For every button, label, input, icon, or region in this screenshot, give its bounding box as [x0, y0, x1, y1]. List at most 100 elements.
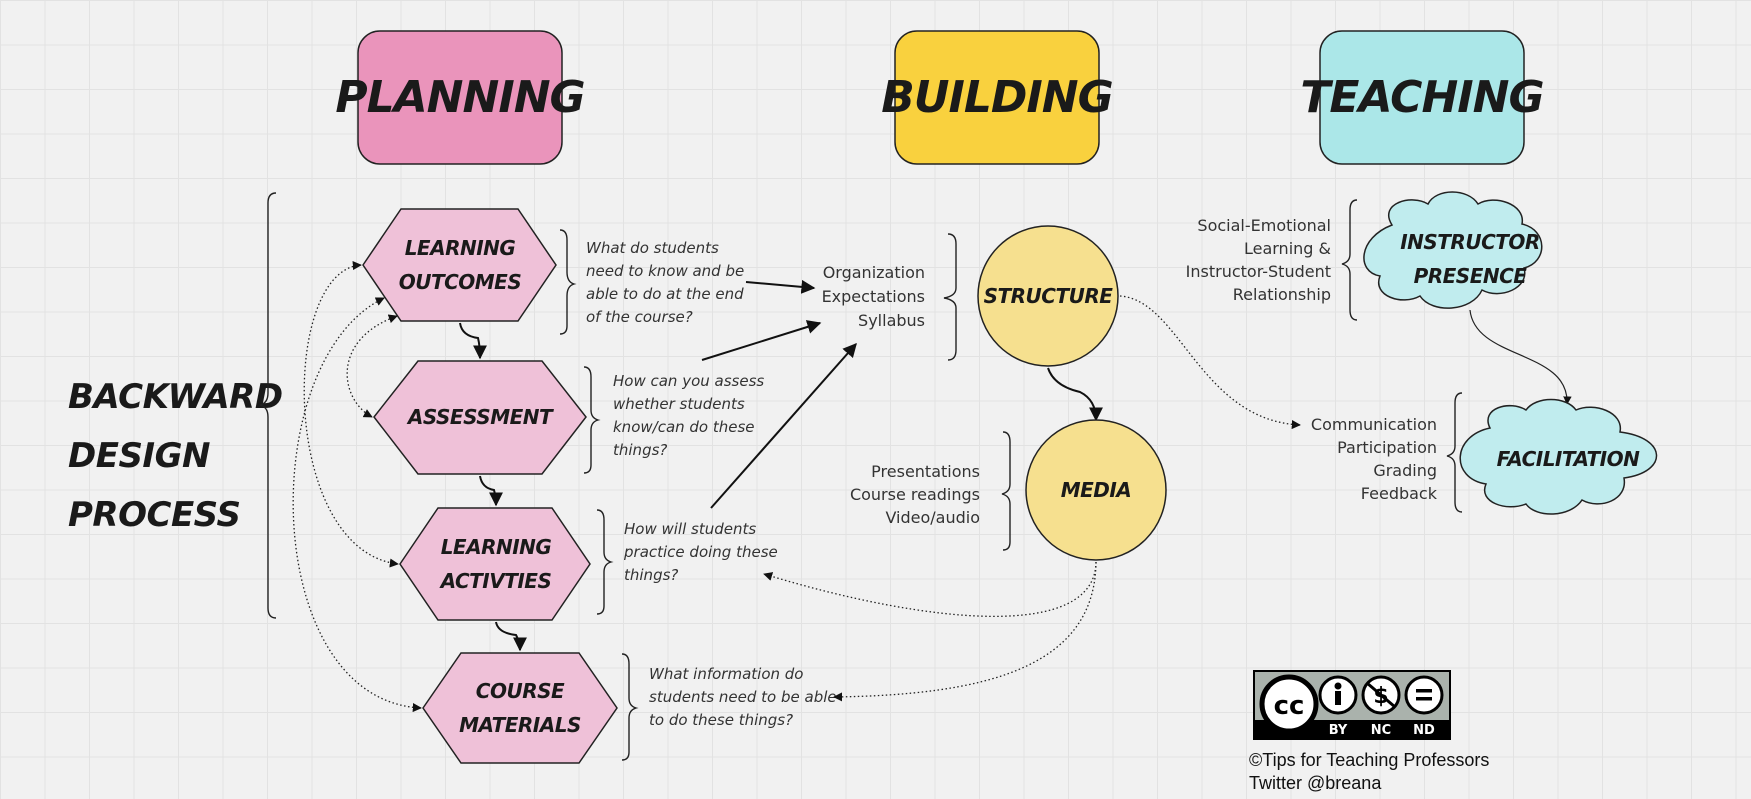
question-activities: How will students practice doing these t…	[596, 509, 778, 615]
arrow-activities-to-materials	[495, 621, 527, 652]
building-header: BUILDING	[881, 30, 1114, 165]
planning-brace	[259, 192, 277, 619]
media-item-presentations: Presentations	[871, 462, 980, 481]
course-materials-label-1: COURSE	[476, 679, 565, 703]
arrow-activities-q-to-structure	[710, 342, 857, 509]
building-header-label: BUILDING	[881, 72, 1113, 123]
arrow-media-to-materials-q	[833, 561, 1097, 702]
media-items: Presentations Course readings Video/audi…	[850, 431, 1011, 551]
learning-outcomes-label-2: OUTCOMES	[399, 270, 522, 294]
building-header-box	[894, 30, 1100, 165]
facilitation-label: FACILITATION	[1497, 447, 1640, 471]
hexagon-course-materials: COURSE MATERIALS	[422, 652, 618, 764]
brace-question-assessment	[583, 366, 601, 474]
question-activities-line-1: How will students	[624, 520, 756, 538]
loop-outcomes-assessment	[346, 314, 398, 418]
nd-equals-bar-top	[1416, 689, 1432, 693]
cc-icon-text: cc	[1274, 691, 1305, 721]
assessment-label: ASSESSMENT	[406, 405, 554, 429]
by-person-head	[1334, 682, 1342, 690]
arrow-structure-to-media	[1047, 367, 1103, 422]
cc-license-badge: cc $ BY NC ND	[1253, 670, 1451, 740]
question-materials-line-2: students need to be able	[649, 688, 837, 706]
side-title-line-2: DESIGN	[68, 436, 210, 476]
nd-equals-bar-bottom	[1416, 697, 1432, 701]
brace-structure	[943, 233, 957, 361]
question-materials-line-1: What information do	[649, 665, 803, 683]
credit-line-2: Twitter @breana	[1249, 773, 1382, 793]
question-assessment-line-3: know/can do these	[613, 418, 755, 436]
facilitation-item-participation: Participation	[1337, 438, 1437, 457]
facilitation-item-grading: Grading	[1373, 461, 1437, 480]
hexagon-assessment: ASSESSMENT	[373, 360, 587, 475]
nc-strike-line	[1366, 681, 1396, 709]
credit-line-1: ©Tips for Teaching Professors	[1249, 750, 1489, 770]
brace-question-activities	[596, 509, 614, 615]
instructor-presence-cloud: INSTRUCTOR PRESENCE	[1363, 191, 1543, 309]
teaching-header-label: TEACHING	[1300, 72, 1543, 123]
by-person-body	[1335, 691, 1341, 705]
instructor-presence-label-2: PRESENCE	[1414, 264, 1528, 288]
question-assessment-line-4: things?	[613, 441, 667, 459]
structure-items: Organization Expectations Syllabus	[822, 233, 957, 361]
media-circle-shape	[1025, 419, 1167, 561]
loop-outcomes-materials	[292, 297, 422, 713]
facilitation-item-feedback: Feedback	[1361, 484, 1438, 503]
question-activities-line-2: practice doing these	[623, 543, 778, 561]
backward-design-title: BACKWARD DESIGN PROCESS	[68, 377, 283, 535]
presence-item-2: Learning &	[1244, 239, 1331, 258]
arrow-assessment-q-to-structure	[701, 320, 822, 361]
question-assessment: How can you assess whether students know…	[583, 366, 764, 474]
presence-item-4: Relationship	[1233, 285, 1331, 304]
structure-item-organization: Organization	[823, 263, 925, 282]
instructor-presence-label-1: INSTRUCTOR	[1400, 230, 1540, 254]
media-circle: MEDIA	[1025, 419, 1167, 561]
hexagon-learning-outcomes: LEARNING OUTCOMES	[362, 208, 557, 322]
instructor-presence-cloud-shape	[1363, 191, 1543, 309]
license-by: BY	[1329, 723, 1348, 738]
question-outcomes-line-3: able to do at the end	[586, 285, 744, 303]
cc-icon	[1259, 674, 1319, 734]
planning-header-label: PLANNING	[335, 72, 584, 123]
hexagon-learning-activities: LEARNING ACTIVTIES	[399, 507, 591, 621]
instructor-presence-items: Social-Emotional Learning & Instructor-S…	[1186, 199, 1358, 321]
media-label: MEDIA	[1061, 478, 1132, 502]
question-assessment-line-2: whether students	[613, 395, 745, 413]
question-materials: What information do students need to be …	[621, 653, 837, 761]
structure-item-syllabus: Syllabus	[858, 311, 925, 330]
teaching-header-box	[1319, 30, 1525, 165]
learning-activities-shape	[399, 507, 591, 621]
course-materials-label-2: MATERIALS	[459, 713, 581, 737]
brace-question-outcomes	[559, 229, 577, 335]
learning-activities-label-2: ACTIVTIES	[439, 569, 552, 593]
arrow-structure-to-facilitation	[1119, 295, 1301, 430]
question-outcomes-line-4: of the course?	[586, 308, 693, 326]
learning-outcomes-label-1: LEARNING	[405, 236, 516, 260]
facilitation-cloud-shape	[1459, 398, 1658, 515]
teaching-header: TEACHING	[1300, 30, 1545, 165]
credit: ©Tips for Teaching Professors Twitter @b…	[1249, 750, 1489, 793]
brace-media	[1001, 431, 1011, 551]
side-title-line-3: PROCESS	[68, 495, 240, 535]
loop-outcomes-activities	[303, 260, 399, 568]
learning-outcomes-shape	[362, 208, 557, 322]
presence-item-3: Instructor-Student	[1186, 262, 1331, 281]
presence-item-1: Social-Emotional	[1197, 216, 1331, 235]
question-outcomes-line-2: need to know and be	[586, 262, 744, 280]
arrow-outcomes-to-assessment	[459, 322, 487, 360]
arrow-assessment-to-activities	[479, 475, 503, 507]
structure-item-expectations: Expectations	[822, 287, 925, 306]
learning-activities-label-1: LEARNING	[441, 535, 552, 559]
structure-circle: STRUCTURE	[977, 225, 1119, 367]
arrow-outcomes-q-to-structure	[745, 279, 816, 294]
brace-facilitation	[1446, 392, 1463, 513]
structure-circle-shape	[977, 225, 1119, 367]
planning-header: PLANNING	[335, 30, 586, 165]
planning-header-box	[357, 30, 563, 165]
media-item-video-audio: Video/audio	[885, 508, 980, 527]
question-outcomes: What do students need to know and be abl…	[559, 229, 744, 335]
nd-equals-icon	[1404, 675, 1444, 715]
arrow-media-to-activities-q	[763, 561, 1097, 617]
course-materials-shape	[422, 652, 618, 764]
facilitation-cloud: FACILITATION	[1459, 398, 1658, 515]
